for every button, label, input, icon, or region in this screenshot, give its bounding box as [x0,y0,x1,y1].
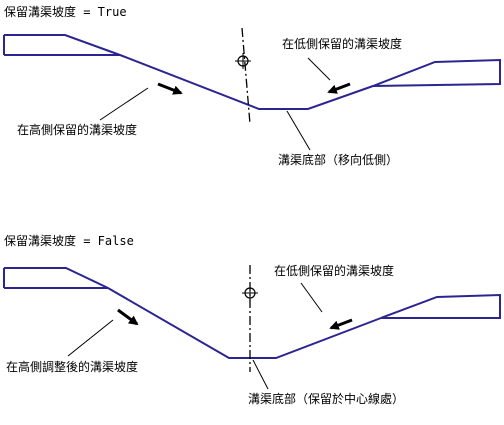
label-left-slope: 在高側保留的溝渠坡度 [17,122,137,137]
direction-arrow-icon [117,308,139,326]
label-ditch-bottom: 溝渠底部（保留於中心線處） [248,391,404,406]
leader-line [67,319,114,357]
leader-line [99,87,149,121]
label-right-slope: 在低側保留的溝渠坡度 [282,36,402,51]
label-right-slope: 在低側保留的溝渠坡度 [274,263,394,278]
panel-preserve-false: 保留溝渠坡度 = False 在低側保留的溝渠坡度 在高側調整後的溝渠坡度 溝渠… [3,233,501,406]
label-left-slope: 在高側調整後的溝渠坡度 [6,359,138,374]
label-ditch-bottom: 溝渠底部（移向低側） [278,152,398,167]
ditch-profile [4,267,501,359]
centerline-marker-crosshair-icon [235,53,251,69]
leader-line [300,282,323,313]
ditch-profile [4,34,501,110]
direction-arrow-icon [329,318,353,330]
direction-arrow-icon [327,82,351,94]
leader-line [252,359,269,390]
direction-arrow-icon [157,82,183,95]
panel-heading: 保留溝渠坡度 = False [4,233,134,248]
leader-line [307,57,331,81]
leader-line [286,110,311,151]
centerline-marker-crosshair-icon [242,285,258,301]
panel-preserve-true: 保留溝渠坡度 = True 在低側保留的溝渠坡度 在高側保留的溝渠坡度 溝渠底部… [3,4,501,167]
centerline-dash-dot [241,27,251,125]
panel-heading: 保留溝渠坡度 = True [4,4,127,19]
